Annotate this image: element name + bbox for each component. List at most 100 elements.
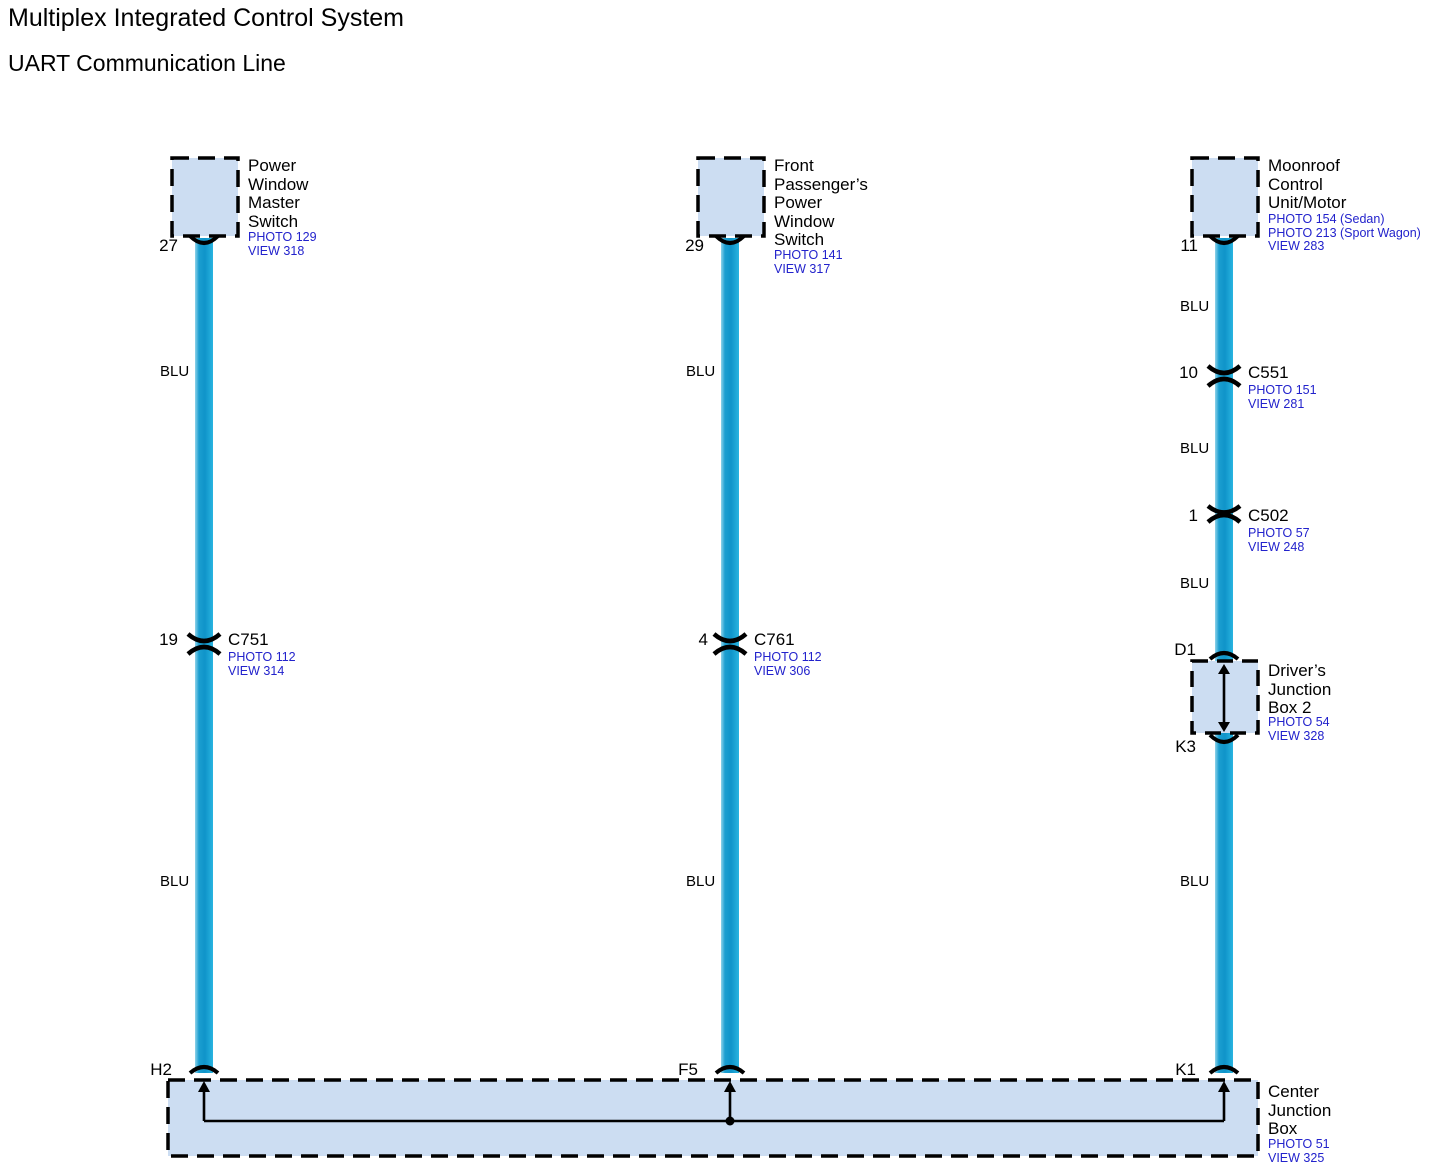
photo-line: VIEW 317 — [774, 261, 831, 276]
terminal-label-k1: K1 — [1175, 1060, 1196, 1079]
label-line: Moonroof — [1268, 156, 1340, 175]
connector-symbol-c751-upper — [186, 632, 222, 644]
photo-line: PHOTO 151 — [1248, 383, 1317, 397]
terminal-arc-col2-top — [714, 234, 746, 245]
terminal-arc-col1-top — [188, 234, 220, 245]
component-box-power-window-master-switch — [170, 156, 240, 238]
photo-line: VIEW 314 — [228, 663, 285, 678]
connector-label-c502: C502 — [1248, 506, 1289, 525]
wire-color-col3-2: BLU — [1180, 440, 1210, 457]
pin-number-col1-top: 27 — [159, 236, 178, 255]
wire-col3 — [1215, 238, 1233, 1073]
label-line: Power — [774, 193, 823, 212]
label-line: Driver’s — [1268, 661, 1326, 680]
photo-ref-c551: PHOTO 151 VIEW 281 — [1248, 383, 1317, 411]
component-label-power-window-master-switch: Power Window Master Switch — [248, 156, 309, 231]
connector-symbol-c761-upper — [712, 632, 748, 644]
photo-line: PHOTO 141 — [774, 248, 843, 262]
photo-ref-c502: PHOTO 57 VIEW 248 — [1248, 526, 1310, 554]
label-line: Switch — [248, 211, 299, 231]
component-box-center-junction-box — [166, 1078, 1260, 1158]
connector-symbol-c502-lower — [1206, 512, 1242, 524]
wire-color-col3-4: BLU — [1180, 873, 1210, 890]
photo-line: PHOTO 57 — [1248, 526, 1310, 540]
terminal-arc-f5 — [714, 1065, 746, 1075]
terminal-arc-col3-top — [1208, 234, 1240, 245]
wire-color-col1-lower: BLU — [160, 873, 190, 890]
arrowhead-k1 — [1218, 1081, 1230, 1092]
label-line: Switch — [774, 230, 825, 249]
terminal-arc-k3 — [1208, 733, 1240, 744]
arrowhead-f5 — [724, 1081, 736, 1092]
connector-label-c551: C551 — [1248, 363, 1289, 382]
wire-col2 — [721, 238, 739, 1073]
connector-symbol-c551-lower — [1206, 376, 1242, 388]
label-line: Front — [774, 156, 814, 175]
connector-symbol-c751-lower — [186, 644, 222, 656]
pin-number-c761: 4 — [698, 630, 708, 649]
wire-color-col3-1: BLU — [1180, 298, 1210, 315]
label-line: Control — [1268, 174, 1323, 194]
photo-ref-c751: PHOTO 112 VIEW 314 — [228, 650, 296, 678]
connector-symbol-c551-upper — [1206, 364, 1242, 376]
label-line: Window — [774, 211, 835, 231]
photo-line: VIEW 325 — [1268, 1150, 1325, 1165]
label-line: Master — [248, 193, 300, 212]
connector-label-c751: C751 — [228, 630, 269, 649]
label-line: Center — [1268, 1082, 1320, 1101]
terminal-label-k3: K3 — [1175, 737, 1196, 756]
connector-symbol-c502-upper — [1206, 504, 1242, 515]
pin-number-c551: 10 — [1179, 363, 1198, 382]
component-label-drivers-junction-box-2: Driver’s Junction Box 2 — [1268, 661, 1332, 718]
label-line: Box — [1268, 1119, 1298, 1138]
photo-ref-center-junction-box: PHOTO 51 VIEW 325 — [1268, 1137, 1330, 1165]
page-subtitle: UART Communication Line — [8, 50, 286, 76]
title-block: Multiplex Integrated Control System UART… — [8, 2, 404, 78]
label-line: Window — [248, 174, 309, 194]
terminal-arc-h2 — [188, 1065, 220, 1075]
junction-dot-f5 — [725, 1116, 735, 1126]
label-line: Box 2 — [1268, 698, 1312, 717]
terminal-arc-d1 — [1208, 651, 1240, 661]
label-line: Passenger’s — [774, 174, 868, 194]
label-line: Unit/Motor — [1268, 193, 1347, 212]
photo-line: VIEW 248 — [1248, 539, 1305, 554]
wire-color-col3-3: BLU — [1180, 575, 1210, 592]
pin-number-col2-top: 29 — [685, 236, 704, 255]
label-line: Junction — [1268, 679, 1332, 699]
photo-ref-c761: PHOTO 112 VIEW 306 — [754, 650, 822, 678]
photo-ref-drivers-junction-box-2: PHOTO 54 VIEW 328 — [1268, 715, 1330, 743]
component-box-moonroof-control-unit-motor — [1190, 156, 1260, 238]
photo-line: VIEW 318 — [248, 243, 305, 258]
page-title: Multiplex Integrated Control System — [8, 4, 405, 32]
component-label-center-junction-box: Center Junction Box — [1268, 1082, 1332, 1139]
arrowhead-djb2-down — [1218, 722, 1230, 732]
photo-ref-moonroof-control-unit-motor: PHOTO 154 (Sedan) PHOTO 213 (Sport Wagon… — [1268, 212, 1421, 254]
photo-line: PHOTO 213 (Sport Wagon) — [1268, 225, 1421, 240]
terminal-arc-k1 — [1208, 1065, 1240, 1075]
photo-line: VIEW 283 — [1268, 239, 1325, 253]
photo-line: PHOTO 112 — [228, 650, 296, 664]
terminal-label-d1: D1 — [1174, 640, 1196, 659]
arrowhead-djb2-up — [1218, 664, 1230, 674]
photo-line: PHOTO 112 — [754, 650, 822, 664]
pin-number-c502: 1 — [1188, 506, 1198, 525]
wire-color-col2-upper: BLU — [686, 363, 716, 380]
photo-line: PHOTO 54 — [1268, 715, 1330, 729]
terminal-label-f5: F5 — [678, 1060, 698, 1079]
label-line: Junction — [1268, 1100, 1332, 1120]
terminal-label-h2: H2 — [150, 1060, 172, 1079]
photo-line: PHOTO 51 — [1268, 1137, 1330, 1151]
connector-symbol-c761-lower — [712, 644, 748, 656]
arrowhead-h2 — [198, 1081, 210, 1092]
wire-color-col1-upper: BLU — [160, 363, 190, 380]
pin-number-c751: 19 — [159, 630, 178, 649]
photo-line: VIEW 328 — [1268, 728, 1325, 743]
component-box-front-passengers-power-window-switch — [696, 156, 766, 238]
photo-ref-front-passengers-power-window-switch: PHOTO 141 VIEW 317 — [774, 248, 843, 276]
wire-color-col2-lower: BLU — [686, 873, 716, 890]
photo-line: VIEW 281 — [1248, 396, 1305, 411]
photo-line: VIEW 306 — [754, 663, 811, 678]
